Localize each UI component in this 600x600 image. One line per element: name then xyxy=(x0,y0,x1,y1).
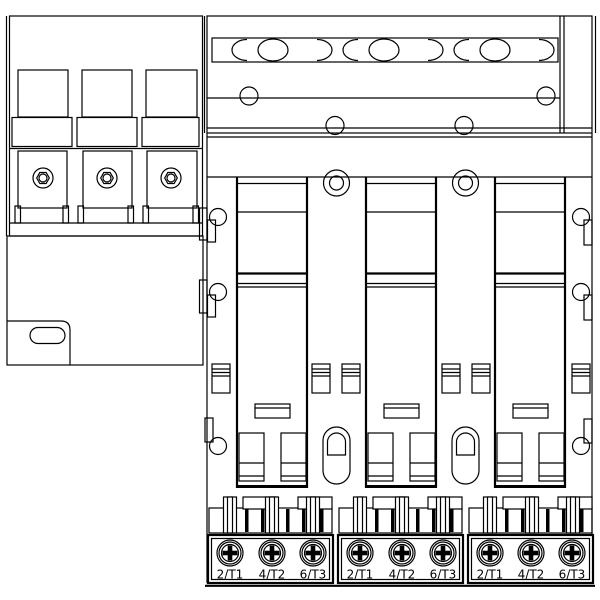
hex-screw-icon xyxy=(32,167,54,189)
gap-features xyxy=(322,169,480,485)
screw-icon xyxy=(258,539,286,567)
terminal-label: 6/T3 xyxy=(430,568,457,582)
screw-icon xyxy=(558,539,586,567)
slot-hole-group xyxy=(342,38,444,62)
terminal-label: 4/T2 xyxy=(259,568,286,582)
keyhole-slot xyxy=(322,426,351,485)
screw-icon xyxy=(476,539,504,567)
corner-module xyxy=(7,320,71,365)
mounting-hole xyxy=(322,169,351,197)
screw-icon xyxy=(388,539,416,567)
side-latch xyxy=(571,282,593,321)
oval-slot xyxy=(29,326,66,345)
clip-latch xyxy=(341,363,361,394)
terminal-comb xyxy=(208,496,333,534)
terminal-comb xyxy=(338,496,463,534)
busbar-channel xyxy=(235,177,309,488)
marking-window xyxy=(383,403,420,419)
clip-latch xyxy=(571,363,591,394)
contact-block xyxy=(367,432,394,482)
terminal-block: 2/T1 4/T2 6/T3 xyxy=(466,533,595,585)
terminal-block: 2/T1 4/T2 6/T3 xyxy=(206,533,335,585)
mounting-hole xyxy=(451,169,480,197)
terminal-band-section xyxy=(11,116,73,148)
contact-block xyxy=(496,432,523,482)
slot-hole-group xyxy=(453,38,555,62)
terminal-block: 2/T1 4/T2 6/T3 xyxy=(336,533,465,585)
contact-block xyxy=(238,432,265,482)
screw-icon xyxy=(299,539,327,567)
slot-hole-group xyxy=(231,38,333,62)
rail-hole xyxy=(239,86,259,106)
hex-screw-icon xyxy=(160,167,182,189)
clip-latch xyxy=(471,363,491,394)
hex-screw-icon xyxy=(96,167,118,189)
clip-latch xyxy=(311,363,331,394)
drawing-root: 2/T1 4/T2 6/T3 2/T1 4/T2 6/T3 xyxy=(5,15,597,587)
contact-block xyxy=(280,432,307,482)
adapter-frame xyxy=(198,133,593,583)
keyhole-slot xyxy=(451,426,480,485)
contact-block xyxy=(538,432,565,482)
screw-icon xyxy=(517,539,545,567)
marking-window xyxy=(512,403,549,419)
terminal-label: 4/T2 xyxy=(518,568,545,582)
busbar-cover xyxy=(203,15,597,138)
terminal-label: 6/T3 xyxy=(559,568,586,582)
rail-hole xyxy=(325,115,345,136)
rail-hole xyxy=(454,115,474,136)
side-tab xyxy=(198,207,208,241)
terminal-label: 6/T3 xyxy=(300,568,327,582)
busbar-channel xyxy=(364,177,438,488)
busbar-slot-band xyxy=(211,37,559,63)
screw-icon xyxy=(346,539,374,567)
clamp-housing xyxy=(146,150,198,209)
terminal-band-section xyxy=(76,116,138,148)
screw-icon xyxy=(216,539,244,567)
contact-block xyxy=(409,432,436,482)
side-latch xyxy=(571,418,593,456)
terminal-band-section xyxy=(141,116,200,148)
side-latch xyxy=(204,417,228,456)
terminal-label: 2/T1 xyxy=(217,568,244,582)
terminal-label: 2/T1 xyxy=(477,568,504,582)
side-latch xyxy=(571,207,593,246)
pole-cover xyxy=(145,69,198,118)
screw-icon xyxy=(429,539,457,567)
terminal-label: 4/T2 xyxy=(389,568,416,582)
pole-cover xyxy=(81,69,133,118)
marking-window xyxy=(254,403,291,419)
side-latch xyxy=(206,282,228,318)
fuse-switch-unit xyxy=(5,15,204,237)
pole-cover xyxy=(17,69,69,118)
clip-latch xyxy=(441,363,461,394)
clamp-housing xyxy=(17,150,68,209)
rail-hole xyxy=(536,86,556,106)
busbar-channel xyxy=(493,177,567,488)
clip-latch xyxy=(211,363,231,394)
mounting-plate xyxy=(6,235,204,366)
clamp-housing xyxy=(82,150,133,209)
side-latch xyxy=(206,207,228,243)
terminal-comb xyxy=(468,496,593,534)
terminal-label: 2/T1 xyxy=(347,568,374,582)
